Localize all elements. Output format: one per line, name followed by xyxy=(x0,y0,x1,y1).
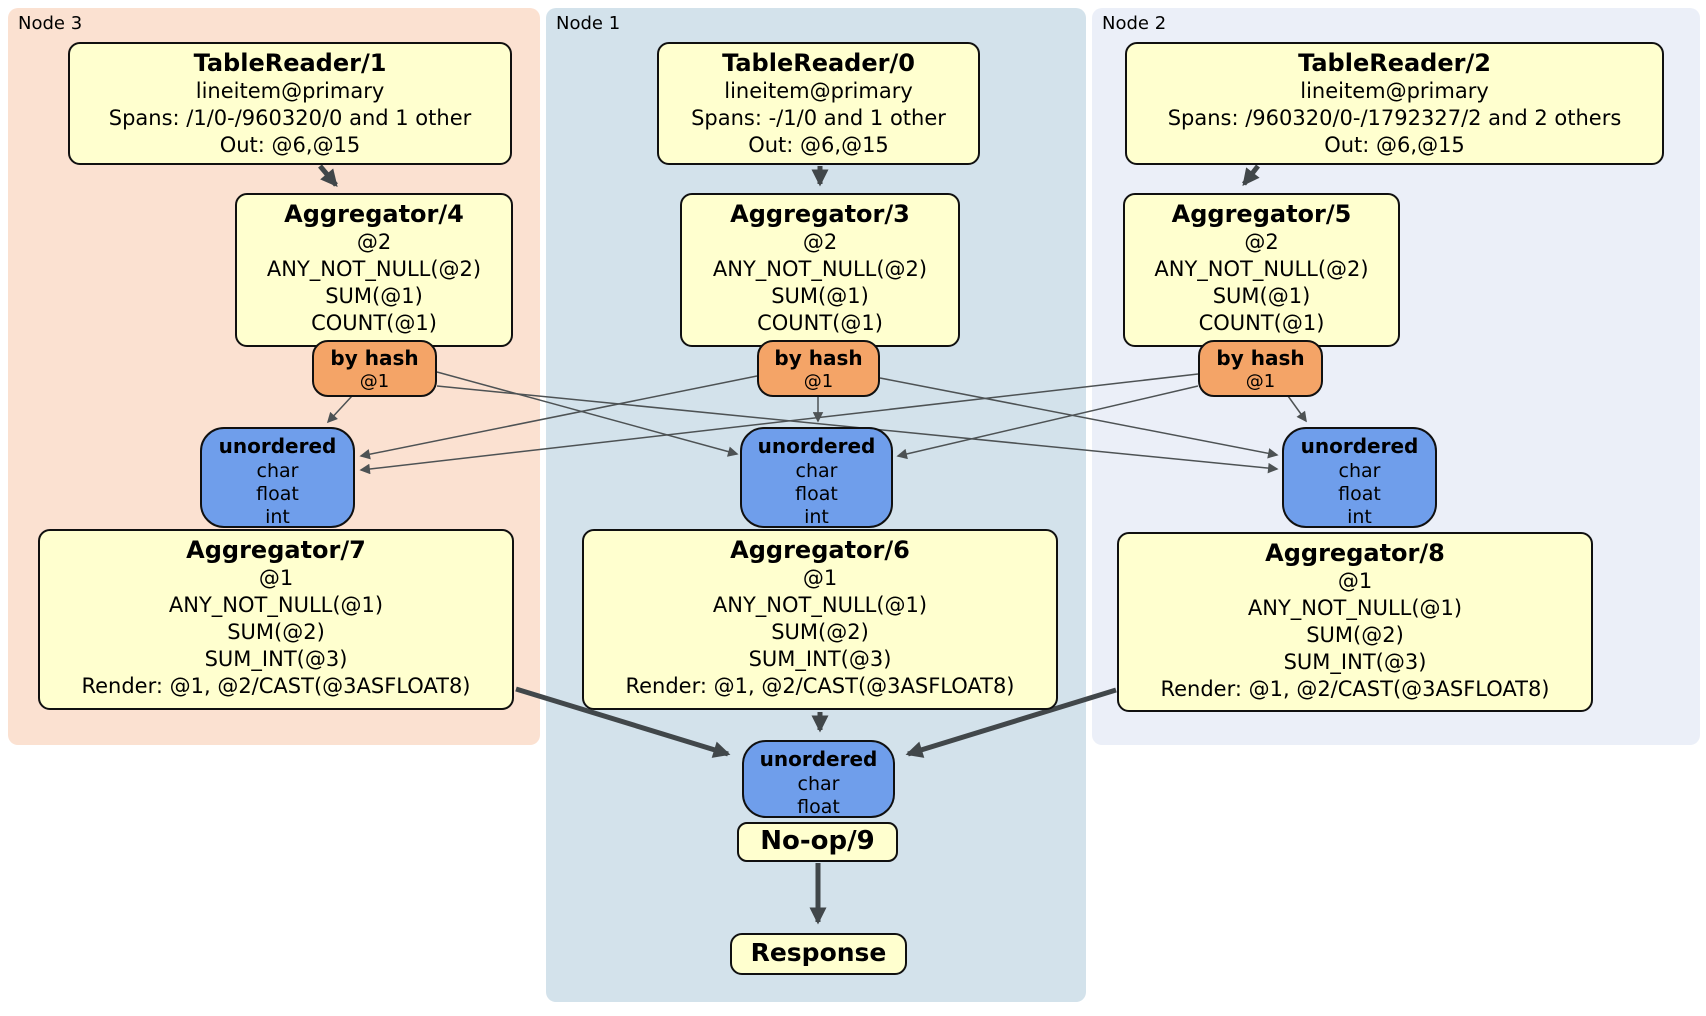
tablereader-0-box: TableReader/0 lineitem@primary Spans: -/… xyxy=(657,42,980,165)
tablereader-0-title: TableReader/0 xyxy=(722,49,915,77)
hash-router-node1: by hash @1 xyxy=(757,340,880,397)
aggregator-6-box: Aggregator/6 @1 ANY_NOT_NULL(@1) SUM(@2)… xyxy=(582,529,1058,710)
aggregator-8-title: Aggregator/8 xyxy=(1265,539,1445,567)
unordered-sync-node2: unordered char float int xyxy=(1282,427,1437,528)
tablereader-1-title: TableReader/1 xyxy=(193,49,387,77)
aggregator-6-render: Render: @1, @2/CAST(@3ASFLOAT8) xyxy=(625,674,1015,698)
aggregator-5-box: Aggregator/5 @2 ANY_NOT_NULL(@2) SUM(@1)… xyxy=(1123,193,1400,347)
aggregator-6-fn: SUM(@2) xyxy=(771,620,869,644)
hash-router-node2-cols: @1 xyxy=(1245,371,1276,392)
hash-router-node3: by hash @1 xyxy=(312,340,437,397)
tablereader-0-index: lineitem@primary xyxy=(724,79,913,103)
aggregator-6-title: Aggregator/6 xyxy=(730,536,910,564)
aggregator-3-box: Aggregator/3 @2 ANY_NOT_NULL(@2) SUM(@1)… xyxy=(680,193,960,347)
aggregator-5-title: Aggregator/5 xyxy=(1171,200,1352,228)
sync-col-type: char xyxy=(1338,460,1381,482)
tablereader-0-spans: Spans: -/1/0 and 1 other xyxy=(691,106,946,130)
response-box: Response xyxy=(730,933,907,975)
tablereader-2-index: lineitem@primary xyxy=(1300,79,1489,103)
tablereader-2-box: TableReader/2 lineitem@primary Spans: /9… xyxy=(1125,42,1664,165)
aggregator-7-fn: ANY_NOT_NULL(@1) xyxy=(168,593,384,617)
sync-col-type: char xyxy=(795,460,838,482)
aggregator-7-fn: SUM_INT(@3) xyxy=(204,647,348,671)
unordered-sync-final-title: unordered xyxy=(759,747,878,771)
aggregator-7-group-cols: @1 xyxy=(258,566,294,590)
tablereader-2-out: Out: @6,@15 xyxy=(1324,133,1465,157)
aggregator-4-fn: ANY_NOT_NULL(@2) xyxy=(266,257,482,281)
aggregator-4-fn: COUNT(@1) xyxy=(311,311,437,335)
aggregator-3-title: Aggregator/3 xyxy=(730,200,910,228)
tablereader-2-title: TableReader/2 xyxy=(1298,49,1491,77)
aggregator-4-fn: SUM(@1) xyxy=(325,284,423,308)
unordered-sync-node3-title: unordered xyxy=(218,434,337,458)
tablereader-1-box: TableReader/1 lineitem@primary Spans: /1… xyxy=(68,42,512,165)
aggregator-6-fn: ANY_NOT_NULL(@1) xyxy=(712,593,928,617)
response-title: Response xyxy=(750,938,887,967)
aggregator-8-group-cols: @1 xyxy=(1337,569,1373,593)
aggregator-3-fn: SUM(@1) xyxy=(771,284,869,308)
aggregator-8-render: Render: @1, @2/CAST(@3ASFLOAT8) xyxy=(1160,677,1550,701)
sync-col-type: float xyxy=(256,483,299,505)
aggregator-7-render: Render: @1, @2/CAST(@3ASFLOAT8) xyxy=(81,674,471,698)
aggregator-7-box: Aggregator/7 @1 ANY_NOT_NULL(@1) SUM(@2)… xyxy=(38,529,514,710)
aggregator-8-fn: SUM(@2) xyxy=(1306,623,1404,647)
aggregator-8-fn: SUM_INT(@3) xyxy=(1283,650,1427,674)
aggregator-3-fn: ANY_NOT_NULL(@2) xyxy=(712,257,928,281)
node2-panel-label: Node 2 xyxy=(1102,13,1167,34)
node3-panel-label: Node 3 xyxy=(18,13,83,34)
aggregator-5-fn: SUM(@1) xyxy=(1212,284,1311,308)
aggregator-3-group-cols: @2 xyxy=(802,230,838,254)
aggregator-8-box: Aggregator/8 @1 ANY_NOT_NULL(@1) SUM(@2)… xyxy=(1117,532,1593,712)
aggregator-3-fn: COUNT(@1) xyxy=(757,311,883,335)
hash-router-node3-cols: @1 xyxy=(359,371,390,392)
hash-router-node3-title: by hash xyxy=(330,346,419,370)
hash-router-node2-title: by hash xyxy=(1216,346,1305,370)
tablereader-2-spans: Spans: /960320/0-/1792327/2 and 2 others xyxy=(1167,106,1622,130)
sync-col-type: int xyxy=(265,506,290,528)
sync-col-type: float xyxy=(1338,483,1381,505)
sync-col-type: int xyxy=(804,506,829,528)
noop-9-box: No-op/9 xyxy=(737,822,898,862)
aggregator-5-fn: COUNT(@1) xyxy=(1198,311,1325,335)
hash-router-node1-title: by hash xyxy=(774,346,863,370)
aggregator-5-fn: ANY_NOT_NULL(@2) xyxy=(1154,257,1369,281)
sync-col-type: float xyxy=(797,796,840,818)
aggregator-8-fn: ANY_NOT_NULL(@1) xyxy=(1247,596,1463,620)
sync-col-type: char xyxy=(256,460,299,482)
tablereader-1-spans: Spans: /1/0-/960320/0 and 1 other xyxy=(108,106,472,130)
unordered-sync-node1: unordered char float int xyxy=(740,427,893,528)
sync-col-type: float xyxy=(795,483,838,505)
hash-router-node2: by hash @1 xyxy=(1198,340,1323,397)
aggregator-4-title: Aggregator/4 xyxy=(284,200,464,228)
unordered-sync-node2-title: unordered xyxy=(1300,434,1419,458)
node1-panel-label: Node 1 xyxy=(556,13,621,34)
tablereader-0-out: Out: @6,@15 xyxy=(748,133,889,157)
noop-9-title: No-op/9 xyxy=(760,826,875,856)
aggregator-5-group-cols: @2 xyxy=(1244,230,1279,254)
aggregator-4-group-cols: @2 xyxy=(356,230,392,254)
unordered-sync-node1-title: unordered xyxy=(757,434,876,458)
aggregator-7-fn: SUM(@2) xyxy=(227,620,325,644)
aggregator-6-fn: SUM_INT(@3) xyxy=(748,647,892,671)
unordered-sync-node3: unordered char float int xyxy=(200,427,355,528)
aggregator-6-group-cols: @1 xyxy=(802,566,838,590)
sync-col-type: int xyxy=(1347,506,1372,528)
tablereader-1-index: lineitem@primary xyxy=(195,79,385,103)
sync-col-type: char xyxy=(797,773,840,795)
tablereader-1-out: Out: @6,@15 xyxy=(219,133,361,157)
unordered-sync-final: unordered char float xyxy=(742,740,895,818)
aggregator-7-title: Aggregator/7 xyxy=(186,536,366,564)
aggregator-4-box: Aggregator/4 @2 ANY_NOT_NULL(@2) SUM(@1)… xyxy=(235,193,513,347)
hash-router-node1-cols: @1 xyxy=(803,371,834,392)
